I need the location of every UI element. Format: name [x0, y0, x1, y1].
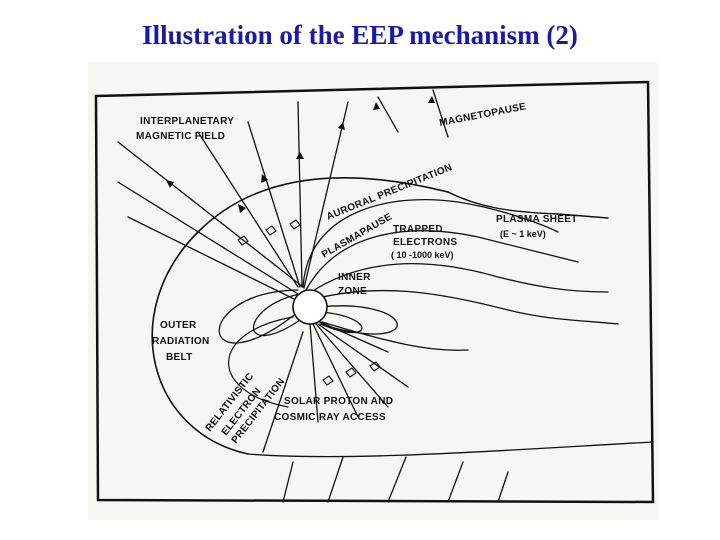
outer-belt-outline [228, 316, 294, 408]
label-inner-zone-1: INNER [338, 272, 371, 283]
dipole-line-left [218, 289, 299, 344]
particle-icon [289, 219, 301, 230]
particle-icon [265, 225, 277, 236]
imf-arrow [296, 152, 304, 159]
imf-line [117, 141, 304, 288]
slide-title: Illustration of the EEP mechanism (2) [142, 20, 578, 50]
imf-line [127, 216, 297, 301]
imf-arrow [238, 204, 246, 213]
proton-line [282, 461, 294, 503]
label-inner-zone-2: ZONE [338, 286, 367, 297]
imf-arrow [428, 96, 435, 103]
imf-arrow [261, 174, 268, 183]
imf-line-top [432, 89, 449, 138]
imf-line [197, 131, 299, 288]
particle-icon [369, 361, 381, 372]
field-line-auroral [302, 199, 559, 288]
figure-border [94, 80, 655, 504]
label-trapped-1: TRAPPED [393, 224, 443, 235]
proton-line [327, 456, 344, 503]
field-line-lower [315, 323, 389, 408]
label-outer-belt-2: RADIATION [152, 336, 210, 347]
proton-line [262, 331, 304, 453]
label-plasma-sheet: PLASMA SHEET [496, 214, 578, 225]
label-plasma-sheet-energy: (E ~ 1 keV) [500, 229, 546, 239]
label-trapped-3: ( 10 -1000 keV) [391, 250, 454, 260]
field-line-lower [309, 323, 319, 423]
label-outer-belt-3: BELT [166, 352, 193, 363]
field-line-lower [319, 321, 389, 353]
proton-line [447, 461, 464, 503]
imf-line [297, 101, 303, 288]
magnetosphere-diagram: INTERPLANETARY MAGNETIC FIELD MAGNETOPAU… [88, 62, 658, 520]
field-line-lower [317, 323, 409, 388]
field-line-lower-tail [321, 321, 469, 351]
label-trapped-2: ELECTRONS [393, 237, 457, 248]
label-outer-belt-1: OUTER [160, 320, 197, 331]
magnetosphere-svg: INTERPLANETARY MAGNETIC FIELD MAGNETOPAU… [88, 62, 658, 520]
particle-icon [345, 367, 357, 378]
label-imf-line1: INTERPLANETARY [140, 116, 234, 127]
proton-line [497, 471, 509, 503]
field-line-trapped [309, 289, 619, 325]
imf-line [247, 121, 301, 288]
imf-line-top [377, 96, 399, 133]
particle-icon [237, 235, 249, 246]
dipole-line-left-inner [252, 293, 301, 337]
label-imf-line2: MAGNETIC FIELD [136, 131, 225, 142]
imf-line [303, 101, 349, 289]
earth [292, 289, 328, 325]
imf-arrow [338, 122, 345, 130]
magnetopause-tail-lower [247, 441, 654, 458]
proton-line [387, 456, 407, 503]
label-cosmic-ray: COSMIC RAY ACCESS [274, 412, 386, 423]
imf-arrow [373, 102, 380, 110]
label-solar-proton: SOLAR PROTON AND [284, 396, 393, 407]
imf-line [117, 181, 299, 295]
field-line-lower [312, 323, 359, 418]
field-line-upper [305, 230, 579, 291]
imf-arrow [166, 180, 174, 188]
field-line-plasma-sheet [307, 263, 609, 295]
particle-icon [322, 375, 334, 386]
magnetopause-tail-upper [447, 191, 609, 219]
